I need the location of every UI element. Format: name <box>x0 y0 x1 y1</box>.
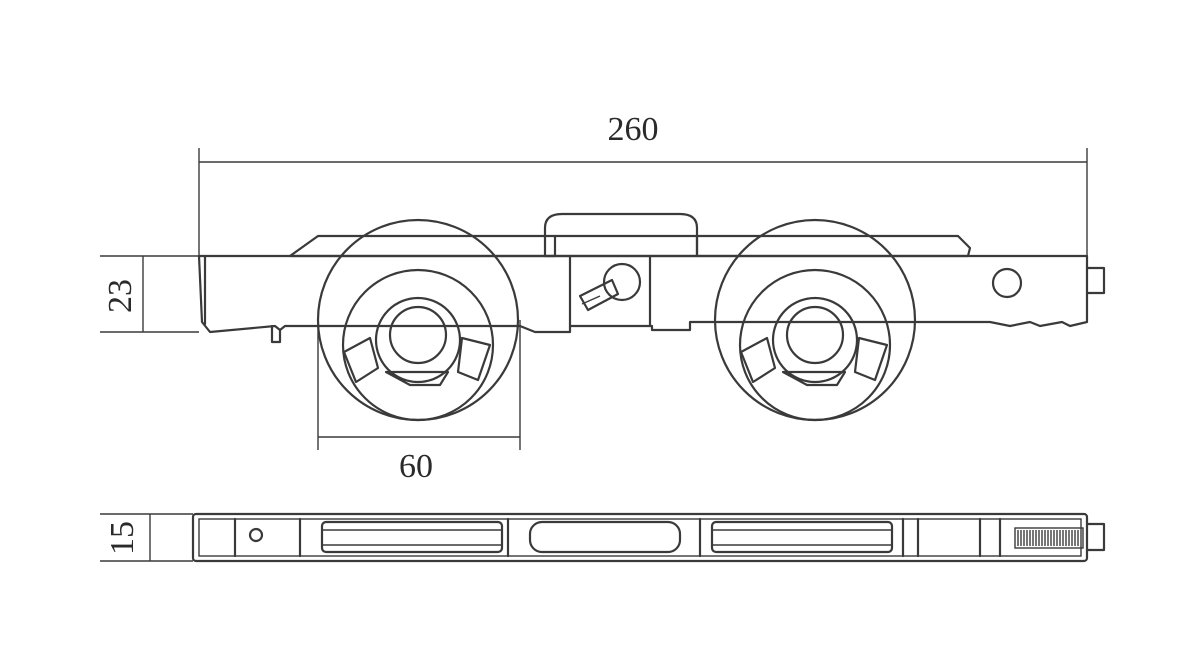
dimension-overall-length: 260 <box>198 111 1088 258</box>
left-wheel <box>316 218 520 422</box>
knurl-lines <box>1017 530 1079 546</box>
dimension-label-60: 60 <box>399 448 433 485</box>
top-cover <box>288 212 972 258</box>
bottom-view: 15 <box>100 512 1106 563</box>
right-wheel <box>713 218 917 422</box>
adjustment-screw <box>578 262 642 312</box>
dimension-body-height: 23 <box>100 255 199 333</box>
side-view: 260 <box>100 111 1106 485</box>
dimension-label-15: 15 <box>104 521 141 555</box>
dimension-body-width: 15 <box>100 513 193 562</box>
dimension-label-260: 260 <box>608 111 659 148</box>
main-body <box>197 254 1106 344</box>
dimension-label-23: 23 <box>102 279 139 313</box>
dimension-wheel-diameter: 60 <box>317 320 521 485</box>
